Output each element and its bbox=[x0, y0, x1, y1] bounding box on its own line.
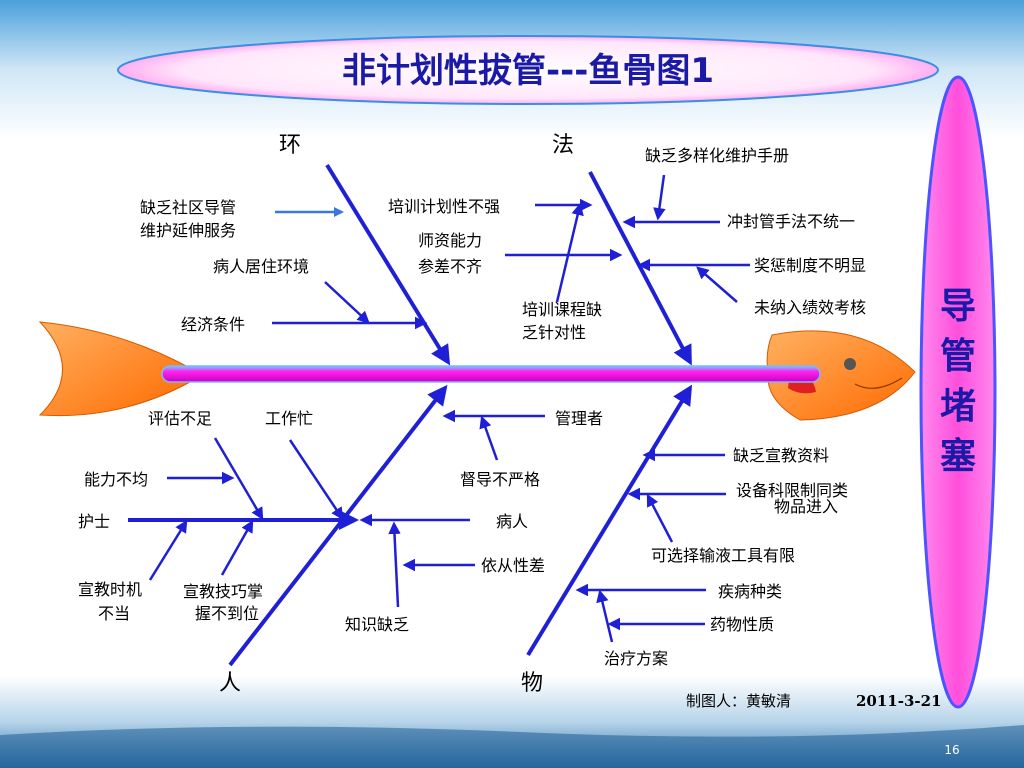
cause-manual: 缺乏多样化维护手册 bbox=[645, 146, 789, 165]
cause-timing-line2: 不当 bbox=[98, 604, 130, 623]
arrow-busy bbox=[288, 439, 344, 521]
cause-supervise: 督导不严格 bbox=[460, 470, 540, 489]
bone-env bbox=[325, 163, 451, 366]
cause-equipment-line2: 物品进入 bbox=[774, 497, 838, 516]
arrow-supervise bbox=[479, 415, 499, 461]
cause-course-line2: 乏针对性 bbox=[522, 323, 586, 342]
cause-community-line2: 维护延伸服务 bbox=[140, 221, 236, 240]
cause-tools: 可选择输液工具有限 bbox=[651, 546, 795, 565]
cause-ability: 能力不均 bbox=[84, 470, 148, 489]
cause-flush: 冲封管手法不统一 bbox=[727, 212, 855, 231]
cause-compliance: 依从性差 bbox=[481, 556, 545, 575]
cause-assess: 评估不足 bbox=[148, 409, 212, 428]
cause-timing-line1: 宣教时机 bbox=[78, 580, 142, 599]
effect-char-1: 导 bbox=[940, 286, 976, 327]
cause-course-line1: 培训课程缺 bbox=[522, 300, 602, 319]
cause-edu-material: 缺乏宣教资料 bbox=[733, 446, 829, 465]
cause-teacher-line1: 师资能力 bbox=[418, 231, 482, 250]
bone-people bbox=[228, 384, 448, 667]
cause-disease: 疾病种类 bbox=[718, 582, 782, 601]
arrow-therapy bbox=[596, 589, 614, 643]
fish-tail bbox=[38, 321, 191, 417]
effect-char-2: 管 bbox=[940, 336, 976, 377]
effect-char-4: 塞 bbox=[940, 436, 976, 477]
effect-box bbox=[919, 75, 997, 709]
cause-therapy: 治疗方案 bbox=[604, 649, 668, 668]
page-number: 16 bbox=[944, 743, 959, 757]
cause-training-plan: 培训计划性不强 bbox=[388, 197, 500, 216]
cause-drug: 药物性质 bbox=[710, 615, 774, 634]
arrow-tools bbox=[646, 493, 674, 543]
cause-busy: 工作忙 bbox=[265, 409, 313, 428]
category-method: 法 bbox=[552, 133, 574, 158]
cause-knowledge: 知识缺乏 bbox=[345, 615, 409, 634]
arrow-kpi bbox=[696, 266, 738, 303]
arrow-manual bbox=[653, 174, 666, 221]
fishbone-spine bbox=[161, 365, 821, 383]
category-people: 人 bbox=[219, 671, 241, 696]
cause-skill-line1: 宣教技巧掌 bbox=[183, 582, 263, 601]
arrow-timing bbox=[148, 519, 188, 581]
cause-skill-line2: 握不到位 bbox=[195, 604, 259, 623]
arrow-assess bbox=[213, 437, 264, 521]
date-label: 2011-3-21 bbox=[856, 692, 942, 710]
cause-teacher-line2: 参差不齐 bbox=[418, 257, 482, 276]
bottom-wave bbox=[0, 725, 1024, 768]
cause-equipment-line1: 设备科限制同类 bbox=[736, 481, 848, 500]
title-banner bbox=[117, 35, 939, 105]
bone-material bbox=[526, 384, 693, 657]
effect-char-3: 堵 bbox=[940, 386, 976, 427]
arrow-home bbox=[324, 281, 370, 324]
cause-kpi: 未纳入绩效考核 bbox=[754, 298, 866, 317]
arrow-skill bbox=[220, 519, 254, 576]
cause-community-line1: 缺乏社区导管 bbox=[140, 198, 236, 217]
cause-reward: 奖惩制度不明显 bbox=[754, 256, 866, 275]
arrow-course bbox=[555, 202, 584, 303]
fish-eye-icon bbox=[844, 358, 856, 370]
cause-manager: 管理者 bbox=[555, 409, 603, 428]
cause-home: 病人居住环境 bbox=[213, 257, 309, 276]
page-title: 非计划性拔管---鱼骨图1 bbox=[342, 51, 714, 91]
cause-patient: 病人 bbox=[496, 512, 528, 531]
category-env: 环 bbox=[279, 133, 301, 158]
cause-economy: 经济条件 bbox=[181, 315, 245, 334]
arrow-knowledge bbox=[388, 521, 401, 608]
category-material: 物 bbox=[521, 671, 543, 696]
author-label: 制图人：黄敏清 bbox=[686, 692, 791, 710]
cause-nurse: 护士 bbox=[78, 512, 110, 531]
